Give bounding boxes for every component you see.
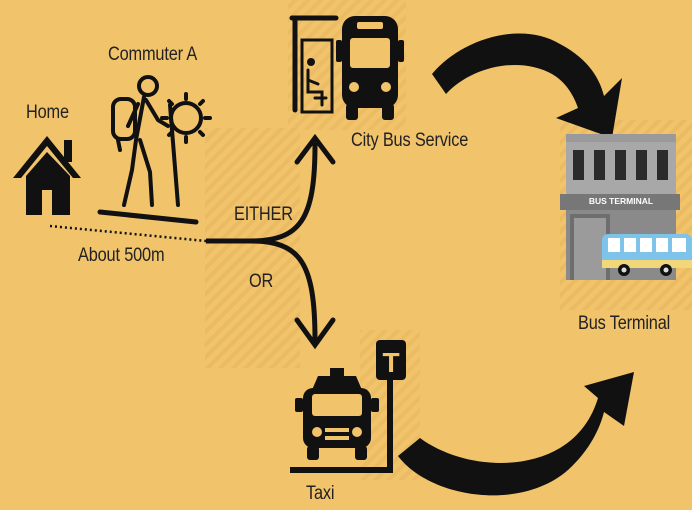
arrow-down-head (294, 317, 336, 350)
bus-icon (336, 16, 404, 120)
hiker-icon (97, 75, 212, 225)
blue-bus-icon (602, 234, 692, 276)
commuter-label: Commuter A (108, 44, 198, 65)
either-label: EITHER (234, 204, 293, 225)
taxi-sign-icon: T (290, 340, 406, 473)
or-label: OR (249, 271, 274, 292)
arrow-up-head (294, 133, 336, 165)
curved-arrow-top (432, 33, 622, 138)
bus-stop-icon (289, 15, 339, 114)
distance-line (49, 224, 207, 243)
bus-terminal-label: Bus Terminal (578, 313, 671, 334)
split-arrows (247, 133, 336, 350)
home-label: Home (26, 102, 69, 123)
terminal-sign-text: BUS TERMINAL (589, 196, 653, 206)
home-icon (13, 136, 81, 215)
city-bus-label: City Bus Service (351, 130, 469, 151)
curved-arrow-bottom (398, 372, 634, 496)
bus-terminal-icon (560, 134, 680, 280)
distance-label: About 500m (78, 245, 165, 266)
taxi-label: Taxi (306, 483, 335, 504)
arrow-down-to-taxi (247, 238, 318, 343)
taxi-icon (295, 368, 379, 460)
taxi-sign-letter: T (382, 347, 399, 378)
